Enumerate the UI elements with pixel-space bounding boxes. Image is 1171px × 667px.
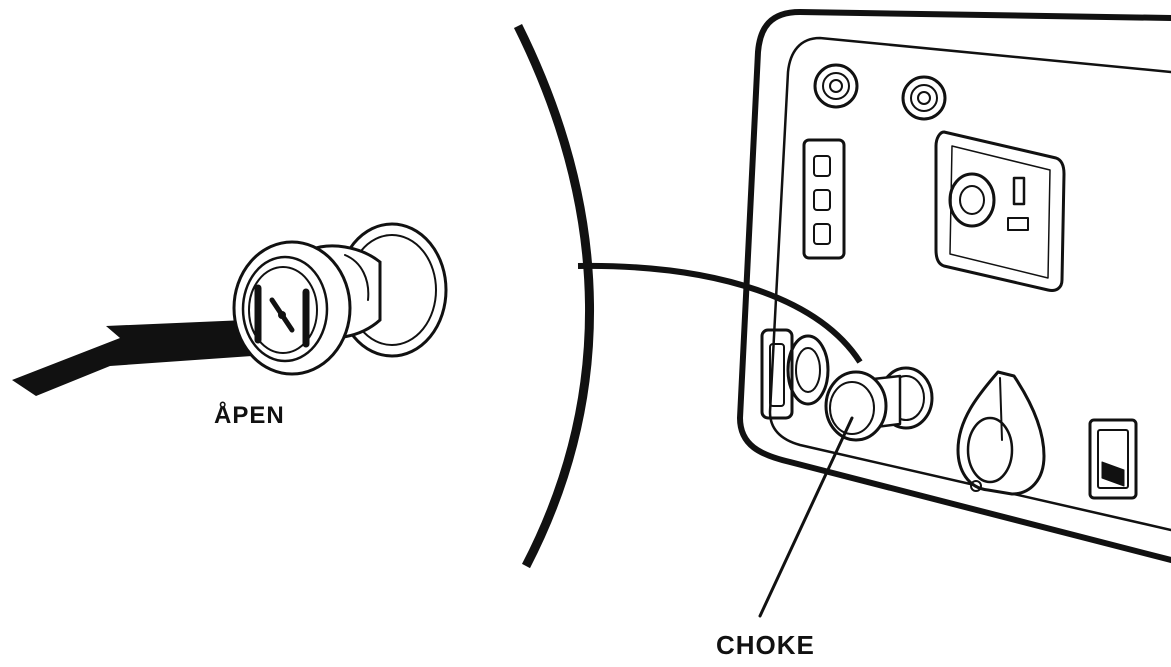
engine-switch [1088, 418, 1138, 500]
generator-control-panel [737, 9, 1171, 618]
push-arrow [12, 320, 252, 396]
choke-label: CHOKE [716, 630, 815, 660]
open-label: ÅPEN [214, 402, 285, 429]
fuel-valve-knob [956, 370, 1046, 496]
choke-pointer-line [758, 416, 854, 618]
choke-knob-closeup [232, 222, 448, 376]
outlet-panel [934, 130, 1066, 292]
panel-socket-1 [813, 63, 859, 109]
magnifier-frame [513, 23, 863, 569]
choke-knob-on-panel [824, 366, 934, 442]
left-switch [760, 328, 830, 420]
indicator-strip [802, 138, 846, 260]
panel-socket-2 [901, 75, 947, 121]
